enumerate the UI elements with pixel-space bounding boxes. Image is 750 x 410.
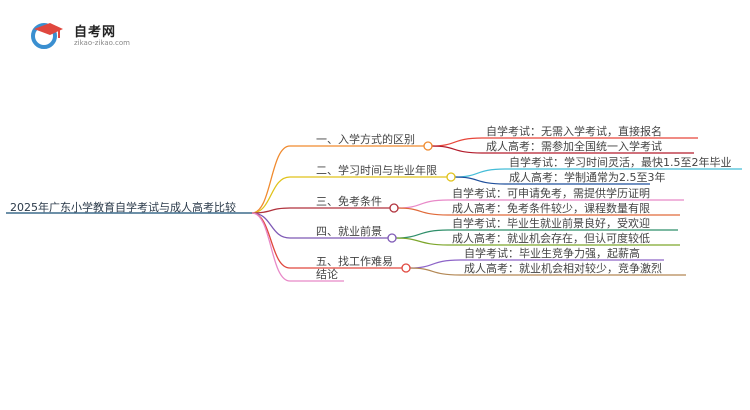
leaf-connector bbox=[397, 199, 449, 209]
leaf-connector bbox=[454, 168, 506, 178]
leaf-label: 自学考试：无需入学考试，直接报名 bbox=[486, 125, 662, 138]
branch-label: 四、就业前景 bbox=[316, 225, 382, 238]
leaf-label: 成人高考：就业机会存在，但认可度较低 bbox=[452, 232, 650, 245]
branch-label: 三、免考条件 bbox=[316, 195, 382, 208]
leaf-label: 自学考试：毕业生竞争力强，起薪高 bbox=[464, 247, 640, 260]
logo-name: 自考网 bbox=[74, 25, 117, 40]
leaf-label: 自学考试：可申请免考，需提供学历证明 bbox=[452, 187, 650, 200]
leaf-label: 自学考试：毕业生就业前景良好，受欢迎 bbox=[452, 217, 650, 230]
branch-node-dot bbox=[387, 233, 397, 243]
leaf-connector bbox=[454, 176, 506, 185]
branch-connector bbox=[251, 176, 291, 214]
branch-label: 一、入学方式的区别 bbox=[316, 133, 415, 146]
leaf-connector bbox=[409, 267, 461, 276]
leaf-connector bbox=[395, 229, 449, 239]
branch-label: 结论 bbox=[316, 268, 338, 281]
branch-node-dot bbox=[423, 141, 433, 151]
branch-label: 二、学习时间与毕业年限 bbox=[316, 164, 437, 177]
branch-connector bbox=[251, 212, 291, 239]
leaf-connector bbox=[397, 207, 449, 216]
root-label: 2025年广东小学教育自学考试与成人高考比较 bbox=[10, 201, 236, 214]
leaf-label: 成人高考：就业机会相对较少，竞争激烈 bbox=[464, 262, 662, 275]
leaf-label: 成人高考：免考条件较少，课程数量有限 bbox=[452, 202, 650, 215]
branch-connector bbox=[251, 212, 291, 282]
mindmap-nodes bbox=[387, 141, 456, 273]
leaf-connector bbox=[395, 237, 449, 246]
leaf-connector bbox=[431, 137, 483, 147]
branch-node-dot bbox=[389, 203, 399, 213]
logo-url: zikao-zikao.com bbox=[74, 39, 130, 47]
mindmap-edges bbox=[6, 137, 742, 282]
graduation-cap-logo-icon bbox=[31, 23, 63, 49]
leaf-connector bbox=[409, 259, 461, 269]
leaf-label: 自学考试：学习时间灵活，最快1.5至2年毕业 bbox=[509, 156, 732, 169]
branch-connector bbox=[251, 145, 291, 214]
branch-node-dot bbox=[401, 263, 411, 273]
site-logo[interactable]: 自考网 zikao-zikao.com bbox=[30, 18, 140, 52]
leaf-label: 成人高考：学制通常为2.5至3年 bbox=[509, 171, 666, 184]
leaf-label: 成人高考：需参加全国统一入学考试 bbox=[486, 140, 662, 153]
branch-connector bbox=[251, 212, 291, 269]
branch-node-dot bbox=[446, 172, 456, 182]
leaf-connector bbox=[431, 145, 483, 154]
branch-label: 五、找工作难易 bbox=[316, 255, 393, 268]
